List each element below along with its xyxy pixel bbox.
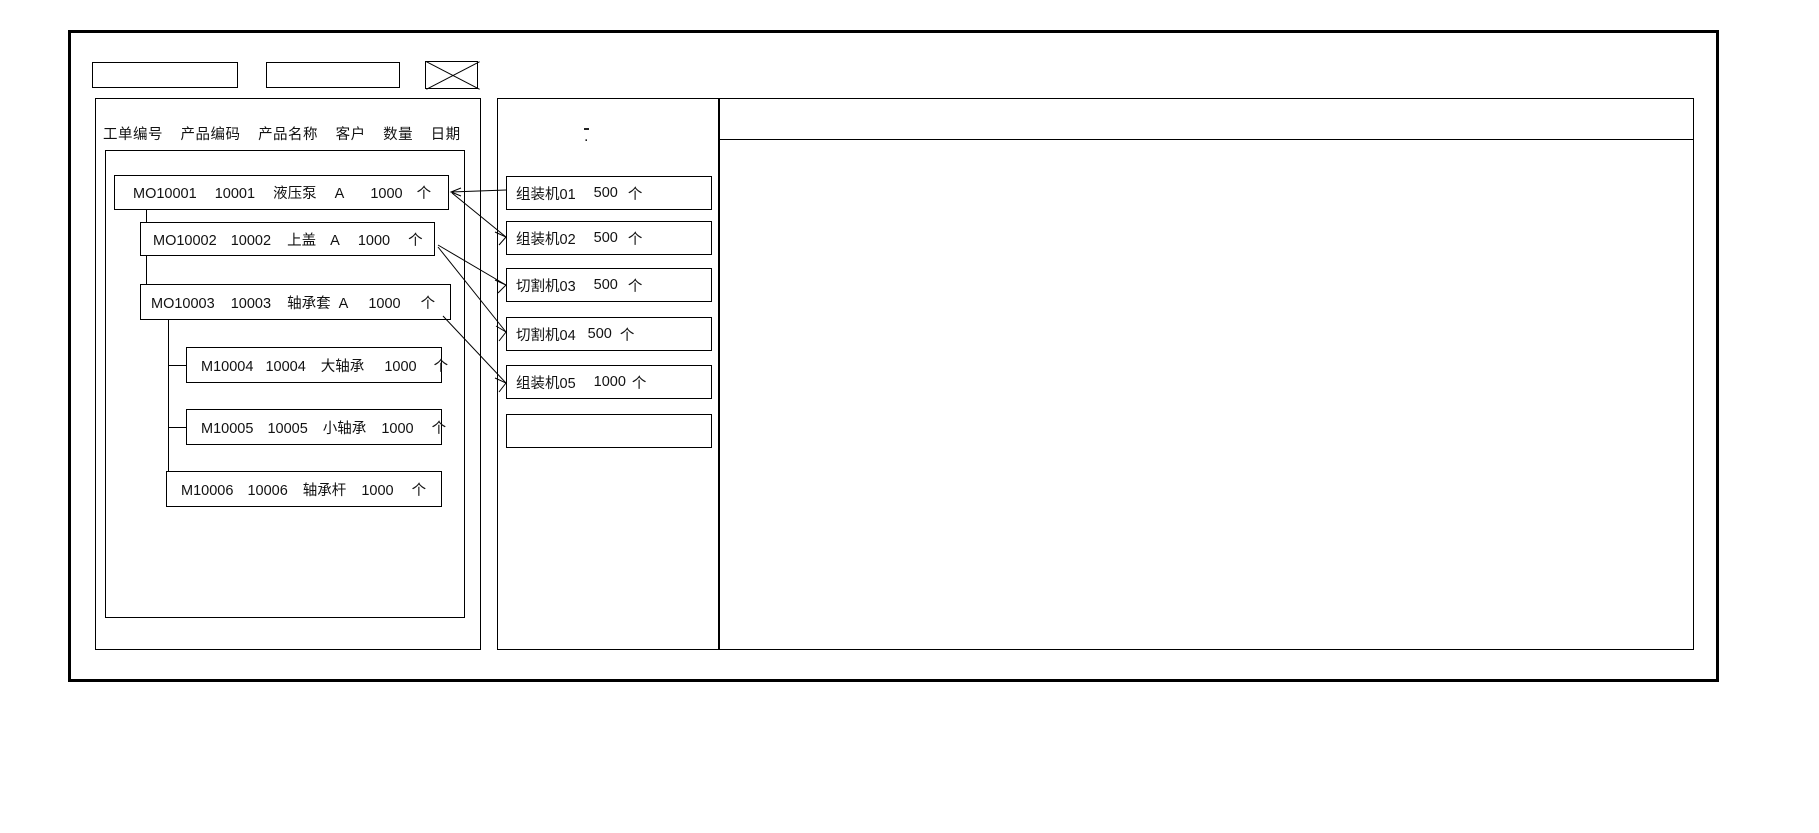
- cell-unit: 个: [408, 232, 423, 249]
- list-item[interactable]: 切割机04 500 个: [506, 317, 712, 351]
- cell-quantity: 1000: [368, 295, 401, 312]
- machine-panel-marker: .: [584, 128, 589, 145]
- cell-quantity: 1000: [384, 358, 417, 375]
- tree-connector-branch-4: [168, 427, 186, 428]
- cell-product-code: 10005: [267, 420, 308, 437]
- machine-unit: 个: [627, 231, 643, 248]
- cell-order-no: M10005: [201, 420, 254, 437]
- machine-quantity: 500: [593, 277, 618, 293]
- table-row[interactable]: MO10001 10001 液压泵 A 1000 个: [114, 175, 449, 210]
- cell-product-name: 小轴承: [322, 420, 367, 437]
- cell-order-no: MO10002: [153, 232, 217, 249]
- cell-customer: A: [338, 295, 349, 312]
- cell-quantity: 1000: [361, 482, 394, 499]
- tree-connector-branch-3: [168, 365, 186, 366]
- table-row[interactable]: M10005 10005 小轴承 1000 个: [186, 409, 446, 445]
- table-row[interactable]: M10004 10004 大轴承 1000 个: [186, 347, 448, 383]
- crossed-box-icon[interactable]: [425, 61, 480, 90]
- cell-product-code: 10001: [214, 186, 256, 202]
- column-header-quantity: 数量: [383, 127, 414, 143]
- toolbar-input-2[interactable]: [266, 62, 400, 88]
- column-header-order-no: 工单编号: [103, 127, 163, 143]
- cell-order-no: MO10003: [151, 295, 215, 312]
- list-item[interactable]: 组装机02 500 个: [506, 221, 712, 255]
- cell-product-name: 大轴承: [320, 358, 365, 375]
- column-header-customer: 客户: [335, 127, 366, 143]
- cell-order-no: M10006: [181, 482, 234, 499]
- column-header-date: 日期: [430, 127, 461, 143]
- machine-name: 组装机02: [516, 231, 576, 248]
- cell-product-code: 10004: [265, 358, 306, 375]
- list-item[interactable]: 切割机03 500 个: [506, 268, 712, 302]
- detail-panel: [719, 98, 1694, 650]
- cell-unit: 个: [416, 186, 432, 202]
- machine-unit: 个: [619, 327, 635, 344]
- cell-customer: A: [330, 232, 340, 249]
- machine-name: 切割机03: [516, 278, 576, 295]
- work-order-tree: [105, 150, 465, 618]
- list-item[interactable]: 组装机01 500 个: [506, 176, 712, 210]
- machine-quantity: 500: [593, 230, 618, 246]
- work-order-column-headers: 工单编号 产品编码 产品名称 客户 数量 日期: [103, 123, 461, 144]
- row-text: M10005 10005 小轴承 1000 个: [187, 417, 446, 438]
- cell-product-name: 上盖: [287, 232, 317, 249]
- row-text: MO10002 10002 上盖 A 1000 个: [141, 229, 423, 250]
- tree-connector-trunk-2: [168, 318, 169, 493]
- row-text: M10006 10006 轴承杆 1000 个: [167, 479, 426, 500]
- row-text: MO10001 10001 液压泵 A 1000 个: [115, 182, 431, 203]
- machine-unit: 个: [627, 278, 643, 295]
- cell-customer: A: [334, 186, 345, 202]
- toolbar-input-1[interactable]: [92, 62, 238, 88]
- cell-unit: 个: [411, 482, 427, 499]
- cell-product-code: 10003: [230, 295, 272, 312]
- cell-product-name: 轴承杆: [302, 482, 347, 499]
- table-row[interactable]: M10006 10006 轴承杆 1000 个: [166, 471, 442, 507]
- machine-quantity: 500: [587, 326, 612, 342]
- machine-name: 组装机05: [516, 375, 576, 392]
- list-item[interactable]: 组装机05 1000 个: [506, 365, 712, 399]
- cell-order-no: MO10001: [133, 186, 197, 202]
- machine-name: 组装机01: [516, 186, 576, 203]
- cell-product-name: 液压泵: [273, 186, 317, 202]
- cell-order-no: M10004: [201, 358, 254, 375]
- machine-unit: 个: [627, 186, 643, 203]
- cell-product-code: 10006: [247, 482, 288, 499]
- cell-quantity: 1000: [381, 420, 414, 437]
- table-row[interactable]: MO10003 10003 轴承套 A 1000 个: [140, 284, 451, 320]
- cell-quantity: 1000: [357, 232, 391, 249]
- machine-quantity: 500: [593, 185, 618, 201]
- table-row[interactable]: MO10002 10002 上盖 A 1000 个: [140, 222, 435, 256]
- row-text: M10004 10004 大轴承 1000 个: [187, 355, 448, 376]
- cell-quantity: 1000: [370, 186, 403, 202]
- machine-quantity: 1000: [593, 374, 626, 390]
- cell-unit: 个: [433, 358, 449, 375]
- column-header-product-name: 产品名称: [258, 127, 319, 143]
- cell-product-code: 10002: [230, 232, 272, 249]
- cell-unit: 个: [420, 295, 436, 312]
- list-item-empty[interactable]: [506, 414, 712, 448]
- column-header-product-code: 产品编码: [180, 127, 241, 143]
- detail-panel-header-divider: [720, 139, 1693, 140]
- machine-unit: 个: [631, 375, 647, 392]
- cell-product-name: 轴承套: [287, 295, 331, 312]
- cell-unit: 个: [431, 420, 447, 437]
- machine-name: 切割机04: [516, 327, 576, 344]
- row-text: MO10003 10003 轴承套 A 1000 个: [141, 292, 435, 313]
